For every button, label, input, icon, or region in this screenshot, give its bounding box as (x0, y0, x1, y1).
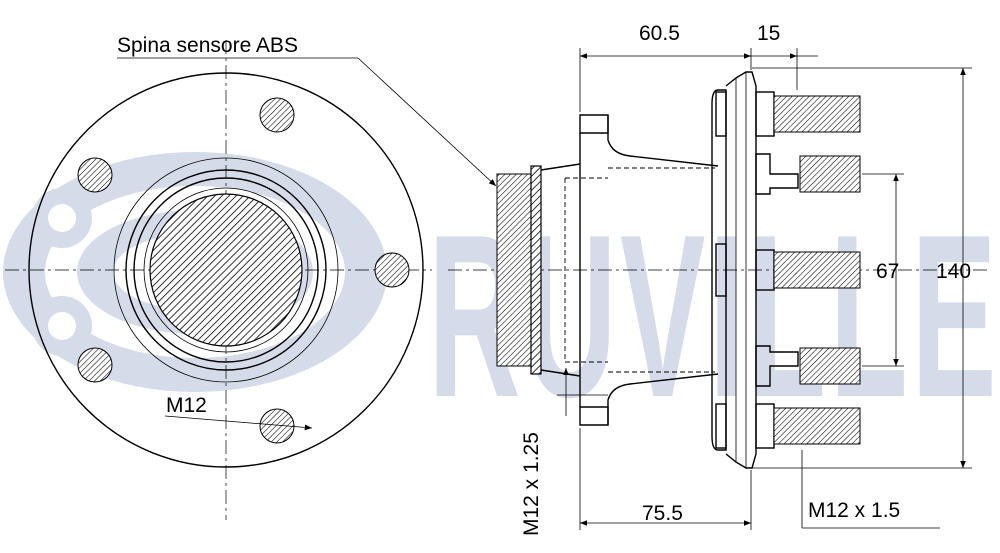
bolt-hole (374, 252, 410, 288)
hub-bore (149, 193, 303, 347)
bolt-hole (259, 408, 295, 444)
dimension-lines (557, 48, 972, 530)
wheel-stud (755, 91, 861, 137)
dim-flange-thickness: 15 (757, 22, 780, 45)
bolt-hole (259, 97, 295, 133)
wheel-stud (755, 403, 861, 449)
dim-stud-pitch: 67 (876, 260, 899, 283)
abs-pin-label: Spina sensore ABS (117, 34, 298, 57)
dim-flange-to-face: 60.5 (639, 22, 680, 45)
wheel-stud (755, 249, 861, 291)
front-view: M12 (5, 40, 432, 520)
hub-thread-label: M12 x 1.25 (520, 432, 543, 536)
stud-thread-label: M12 x 1.5 (808, 499, 900, 522)
bolt-hole (77, 157, 113, 193)
tone-ring (530, 165, 542, 375)
bolt-hole (77, 347, 113, 383)
wheel-stud (755, 153, 861, 195)
wheel-stud (755, 345, 861, 387)
abs-sensor-pin (496, 173, 532, 367)
bolt-thread-label: M12 (166, 394, 207, 417)
side-view (448, 71, 990, 469)
dim-overall-length: 75.5 (642, 502, 683, 525)
dim-flange-diameter: 140 (936, 260, 971, 283)
